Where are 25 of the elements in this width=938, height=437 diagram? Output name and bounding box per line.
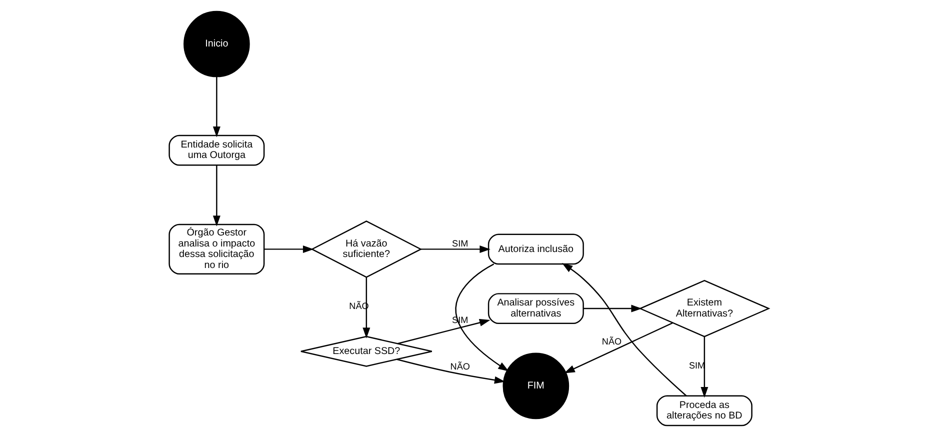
node-diamond: Existem Alternativas? (638, 280, 770, 338)
arrow (562, 263, 687, 396)
node-box: Autoriza inclusão (488, 234, 584, 265)
arrow (700, 336, 708, 398)
arrow (455, 264, 509, 372)
node-box: Órgão Gestor analisa o impacto dessa solicitação no rio (168, 224, 265, 275)
edge-label: SIM (452, 238, 468, 249)
edge-label: NÃO (450, 361, 470, 372)
arrow (264, 245, 314, 253)
arrow (362, 277, 370, 338)
arrow (420, 245, 490, 253)
arrow (397, 318, 490, 344)
edge-label: NÃO (602, 336, 622, 347)
arrow (212, 76, 220, 138)
arrow (212, 165, 220, 226)
node-box: Analisar possíves alternativas (488, 293, 584, 324)
arrow (564, 322, 673, 374)
node-circle: FIM (502, 352, 570, 420)
node-diamond: Há vazão suficiente? (310, 220, 422, 278)
node-circle: Inicio (184, 10, 250, 78)
node-diamond: Executar SSD? (300, 336, 432, 367)
arrow (396, 358, 506, 384)
arrow (583, 304, 642, 312)
node-box: Entidade solicita uma Outorga (168, 134, 265, 166)
node-box: Proceda as alterações no BD (656, 395, 752, 426)
